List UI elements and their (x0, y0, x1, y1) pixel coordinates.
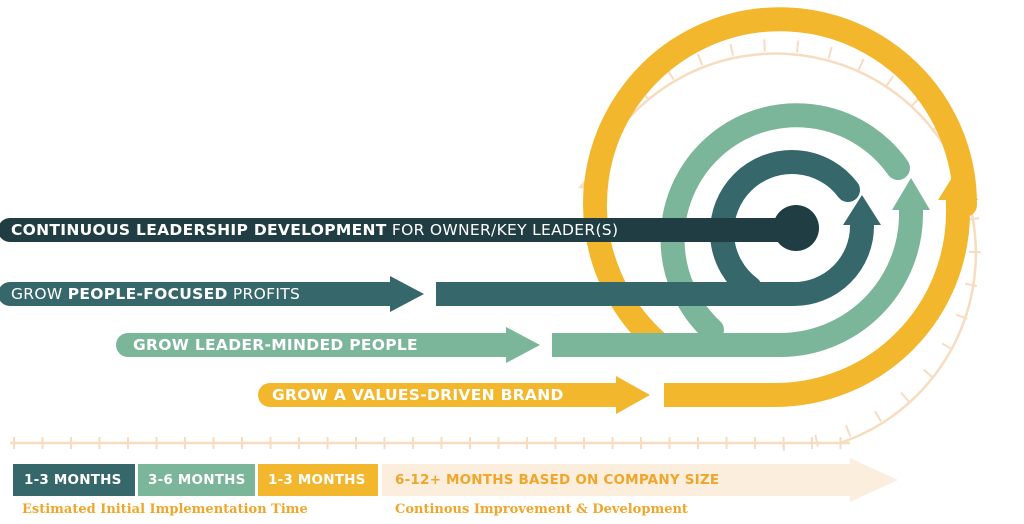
ruler-tick (859, 59, 864, 70)
ruler-tick (764, 39, 765, 51)
ruler-tick (698, 54, 702, 65)
ruler-tick (828, 47, 831, 59)
bar-label-brand: GROW A VALUES-DRIVEN BRAND (272, 385, 564, 405)
bar-label-profits: GROW PEOPLE-FOCUSED PROFITS (11, 284, 300, 304)
ruler-tick (901, 393, 909, 402)
ruler-tick (942, 343, 952, 349)
ruler-tick (924, 370, 933, 378)
ruler-tick (783, 439, 784, 451)
timeline-segment-2: 3-6 MONTHS (138, 464, 255, 496)
ruler-tick (846, 426, 850, 437)
ruler-tick (730, 44, 733, 56)
timeline-ongoing-label: 6-12+ MONTHS BASED ON COMPANY SIZE (395, 471, 719, 489)
timeline-segment-3: 1-3 MONTHS (258, 464, 378, 496)
ruler-tick (815, 435, 817, 447)
ruler-tick (875, 411, 881, 421)
timeline-segment-1: 1-3 MONTHS (13, 464, 135, 496)
ruler-tick (886, 76, 893, 86)
ruler-tick (797, 40, 798, 52)
bar-label-people: GROW LEADER-MINDED PEOPLE (133, 335, 418, 355)
caption-initial-implementation: Estimated Initial Implementation Time (22, 502, 308, 518)
caption-continuous-improvement: Continous Improvement & Development (395, 502, 688, 518)
bar-label-leadership: CONTINUOUS LEADERSHIP DEVELOPMENT FOR OW… (11, 220, 618, 240)
ruler-tick (965, 284, 977, 286)
